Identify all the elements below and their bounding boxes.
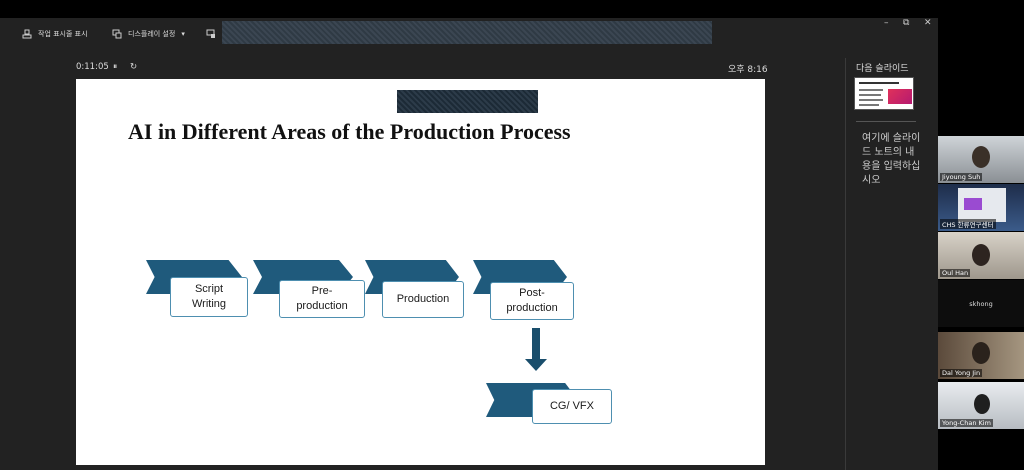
participant-name: CHS 한류연구센터 [940, 219, 996, 229]
pause-icon[interactable]: ⏸ [113, 62, 118, 72]
participant-tile[interactable]: Yong-Chan Kim [938, 382, 1024, 429]
elapsed-timer: 0:11:05 [76, 62, 109, 72]
participant-name: Jiyoung Suh [940, 173, 983, 181]
show-taskbar-button[interactable]: 작업 표시줄 표시 [22, 27, 88, 41]
minimize-button[interactable]: – [884, 18, 889, 28]
avatar [972, 342, 990, 364]
participant-tile[interactable]: Dal Yong Jin [938, 332, 1024, 379]
thumb-text-line [859, 89, 883, 91]
next-slide-label: 다음 슬라이드 [856, 64, 909, 74]
thumb-image [888, 89, 912, 104]
clock: 오후 8:16 [728, 65, 768, 75]
restore-button[interactable]: ⧉ [903, 18, 910, 28]
step-production: Production [382, 281, 464, 318]
avatar [972, 244, 990, 266]
avatar [974, 394, 990, 414]
step-pre-production: Pre- production [279, 280, 365, 318]
presenter-view-icon [206, 29, 216, 39]
participant-tile[interactable]: Oul Han [938, 232, 1024, 279]
reset-icon[interactable]: ↻ [130, 62, 138, 72]
participant-tile[interactable]: skhong [938, 280, 1024, 327]
slide-notes[interactable]: 여기에 슬라이드 노트의 내용을 입력하십시오 [862, 133, 921, 186]
thumb-text-line [859, 94, 881, 96]
display-settings-button[interactable]: 디스플레이 설정 ▾ [112, 27, 185, 41]
arrow-head [525, 359, 547, 371]
redacted-area [222, 21, 712, 44]
step-post-production: Post- production [490, 282, 574, 320]
display-settings-icon [112, 29, 122, 39]
display-settings-label: 디스플레이 설정 [128, 30, 176, 38]
participant-name: Oul Han [940, 269, 971, 277]
arrow-down-icon [532, 328, 540, 361]
participant-name: skhong [969, 299, 993, 308]
presenter-view-toggle[interactable] [206, 27, 216, 41]
notes-divider [856, 121, 916, 122]
top-black-bar [0, 0, 1024, 18]
step-script-writing: Script Writing [170, 277, 248, 317]
slide-title: AI in Different Areas of the Production … [128, 119, 571, 144]
participant-tile[interactable]: Jiyoung Suh [938, 136, 1024, 183]
next-slide-thumbnail[interactable] [854, 77, 914, 110]
avatar [972, 146, 990, 168]
chevron-down-icon: ▾ [181, 30, 185, 38]
close-button[interactable]: ✕ [924, 18, 932, 28]
preview-image [964, 198, 982, 210]
thumb-text-line [859, 99, 883, 101]
panel-divider[interactable] [845, 58, 846, 470]
step-cg-vfx: CG/ VFX [532, 389, 612, 424]
participant-name: Yong-Chan Kim [940, 419, 993, 427]
thumb-title-line [859, 82, 899, 84]
taskbar-icon [22, 29, 32, 39]
participant-tile[interactable]: CHS 한류연구센터 [938, 184, 1024, 231]
slide-redacted-area [397, 90, 538, 113]
participant-name: Dal Yong Jin [940, 369, 983, 377]
current-slide: AI in Different Areas of the Production … [76, 79, 765, 465]
show-taskbar-label: 작업 표시줄 표시 [38, 30, 88, 38]
thumb-text-line [859, 104, 879, 106]
